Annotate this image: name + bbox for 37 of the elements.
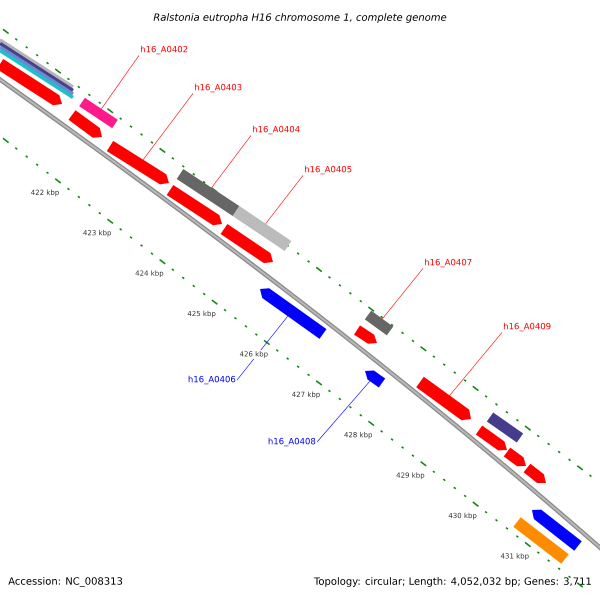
leader-line xyxy=(211,135,252,188)
footer-text: Topology: circular; Length: 4,052,032 bp; Genes: 3,711 xyxy=(314,577,591,587)
gene-block xyxy=(232,206,292,251)
gene-block xyxy=(365,370,386,388)
gene-label: h16_A0406 xyxy=(188,376,236,384)
gene-block xyxy=(260,288,326,339)
gene-label: h16_A0402 xyxy=(140,46,188,54)
gene-label: h16_A0404 xyxy=(252,126,300,134)
leader-line xyxy=(382,268,424,320)
gene-label: h16_A0408 xyxy=(268,438,316,446)
gene-label: h16_A0403 xyxy=(194,84,242,92)
gene-block xyxy=(532,510,582,551)
gene-block xyxy=(79,98,118,128)
title: Ralstonia eutropha H16 chromosome 1, complete genome xyxy=(154,13,446,23)
footer-text: Accession: NC_008313 xyxy=(8,577,122,587)
gene-block xyxy=(504,448,526,466)
gene-block xyxy=(486,412,524,442)
gene-block xyxy=(354,325,377,344)
gene-block xyxy=(476,426,507,450)
gene-block xyxy=(166,185,222,226)
leader-line xyxy=(265,175,304,224)
gene-block xyxy=(513,517,569,564)
gene-block xyxy=(524,464,546,483)
gene-block xyxy=(0,59,62,106)
gene-block xyxy=(364,310,394,336)
gene-block xyxy=(68,110,102,138)
gene-block xyxy=(416,376,471,420)
gene-label: h16_A0409 xyxy=(504,322,550,332)
gene-label: h16_A0407 xyxy=(424,258,472,268)
leader-line xyxy=(316,380,370,442)
gene-block xyxy=(176,169,240,216)
gene-block xyxy=(106,140,169,184)
leader-line xyxy=(142,93,194,160)
gene-label: h16_A0405 xyxy=(304,166,352,174)
leader-line xyxy=(449,332,502,396)
gene-block xyxy=(220,224,273,264)
leader-line xyxy=(101,55,140,110)
